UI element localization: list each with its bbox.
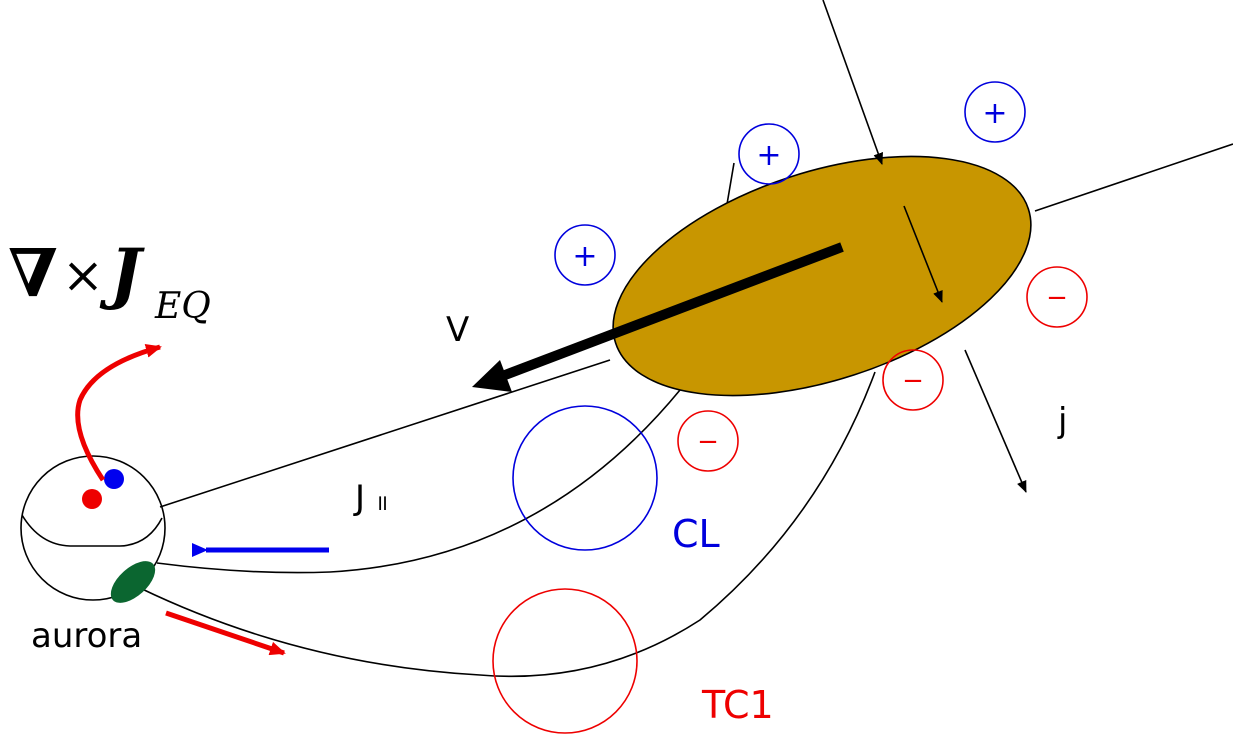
curl-formula: ∇ × J EQ <box>8 234 211 327</box>
plus-sign: + <box>572 239 597 274</box>
minus-sign: − <box>1046 283 1068 313</box>
eq-subscript: EQ <box>154 286 211 327</box>
internal-arrow <box>903 205 943 303</box>
cl-label: CL <box>672 512 720 556</box>
minus-sign: − <box>697 427 719 457</box>
field-line-lower <box>139 371 876 678</box>
cl-circle <box>512 405 658 551</box>
plus-sign: + <box>982 96 1007 131</box>
times-symbol: × <box>62 246 104 304</box>
curl-red-arrow <box>75 343 162 482</box>
aurora-label: aurora <box>31 616 142 656</box>
negative-charge: − <box>882 349 944 411</box>
current-j-label: j <box>1057 401 1067 441</box>
j-parallel-mark: ॥ <box>375 491 388 516</box>
incoming-arrow <box>822 0 883 165</box>
velocity-arrow <box>472 242 844 392</box>
red-dot <box>82 489 102 509</box>
plasma-blob <box>612 155 1032 397</box>
positive-charge: + <box>738 123 800 185</box>
velocity-label: V <box>446 310 469 350</box>
red-outflow-arrow <box>165 610 286 656</box>
j-symbol: J <box>99 234 145 312</box>
earth-equator-line <box>21 514 163 547</box>
positive-charge: + <box>554 224 616 286</box>
minus-sign: − <box>902 366 924 396</box>
tc1-circle <box>492 588 638 734</box>
j-parallel-label: J <box>353 478 365 518</box>
negative-charge: − <box>677 410 739 472</box>
negative-charge: − <box>1026 266 1088 328</box>
tc1-label: TC1 <box>701 683 774 727</box>
field-line-upper <box>159 359 611 508</box>
field-line-middle <box>156 389 681 574</box>
positive-charge: + <box>964 81 1026 143</box>
earth-circle <box>20 455 166 601</box>
blue-dot <box>104 469 124 489</box>
earth <box>20 455 166 601</box>
plus-sign: + <box>756 138 781 173</box>
nabla-symbol: ∇ <box>8 234 58 312</box>
current-j-arrow <box>964 349 1027 493</box>
field-line-right <box>1034 143 1233 212</box>
aurora-patch <box>110 561 156 603</box>
